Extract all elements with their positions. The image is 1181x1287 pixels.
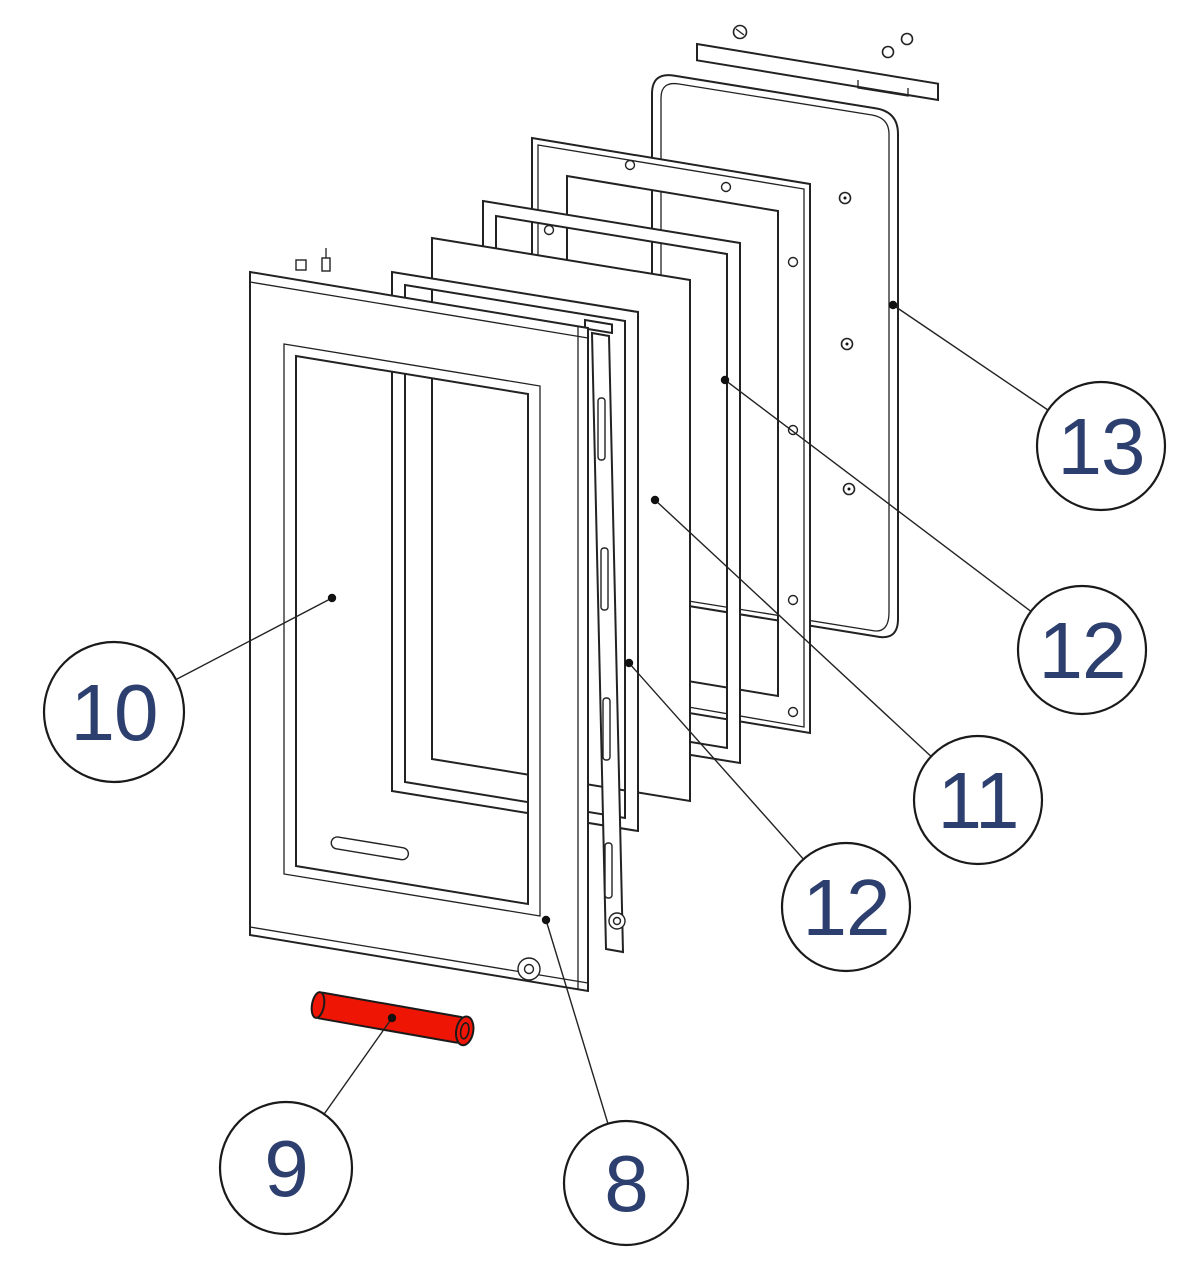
back-panel-outline [651,74,899,639]
back-panel-part [651,74,899,639]
mounting-strip-outline [696,42,939,102]
callout-8: 8 [562,1119,690,1247]
mounting-strip-part [696,24,939,102]
screw-hole-icon [787,706,799,718]
door-air-slot [330,836,410,861]
screw-hole-icon [543,224,555,236]
retainer-slot [597,397,606,461]
callout-circle-8 [562,1119,690,1247]
leader-dot-11 [650,495,660,505]
pin-left-cap [310,991,326,1019]
callout-circle-10 [42,640,186,784]
callout-12-rear: 12 [1016,584,1148,716]
screw-hole-icon [624,159,636,171]
callout-circle-12-rear [1016,584,1148,716]
callout-circle-12-front [780,841,912,973]
pin-collar-hole [459,1022,470,1040]
screw-center [843,196,847,200]
leader-dot-13 [888,300,898,310]
pin-collar-ring [454,1015,475,1047]
screw-icon [881,45,895,59]
door-frame-part [249,248,589,993]
callout-9: 9 [218,1100,354,1236]
callout-circle-11 [912,734,1044,866]
leader-12-rear [724,379,1083,651]
leader-dot-9 [387,1013,397,1023]
callout-circle-9 [218,1100,354,1236]
hinge-pin-eye-inner [612,916,622,926]
back-panel-inner-line [660,82,890,632]
leader-dot-8 [541,915,551,925]
callout-label-9: 9 [264,1124,308,1213]
screw-center [847,487,851,491]
screw-center [845,342,849,346]
callout-label-10: 10 [71,668,158,757]
mounting-strip-notch [857,80,909,97]
callout-12-front: 12 [780,841,912,973]
retainer-strip-outline [590,331,625,954]
retainer-slot [600,547,609,611]
retainer-strip-top-bracket [584,318,613,335]
door-outline [249,270,589,993]
screw-slot-icon [735,28,745,36]
screw-icon [900,32,914,46]
callout-13: 13 [1035,380,1167,512]
leader-dot-10 [327,593,337,603]
glass-gasket-front-part [391,270,639,833]
retainer-slot [604,842,613,899]
gasket-front-outline [391,270,639,833]
screw-hole-icon [787,256,799,268]
leader-dot-12-rear [720,375,730,385]
callout-label-12-front: 12 [803,863,890,952]
leader-11 [654,499,979,801]
callout-circle-13 [1035,380,1167,512]
door-top-depth-line [249,281,589,339]
screw-hole-icon [787,594,799,606]
door-top-latch [295,259,307,271]
screw-hole-icon [720,181,732,193]
callout-label-12-rear: 12 [1039,606,1126,695]
glass-retainer-strip-part [584,318,626,954]
door-top-latch-pin [321,257,331,272]
callout-label-11: 11 [937,756,1018,845]
callout-11: 11 [912,734,1044,866]
leader-dot-12-front [624,658,634,668]
retainer-slot [602,697,611,761]
callout-10: 10 [42,640,186,784]
door-window-bevel [283,343,541,917]
handle-hole-inner [523,963,535,975]
callout-label-13: 13 [1058,402,1145,491]
screw-hole-icon [787,424,799,436]
callout-label-8: 8 [604,1139,648,1228]
